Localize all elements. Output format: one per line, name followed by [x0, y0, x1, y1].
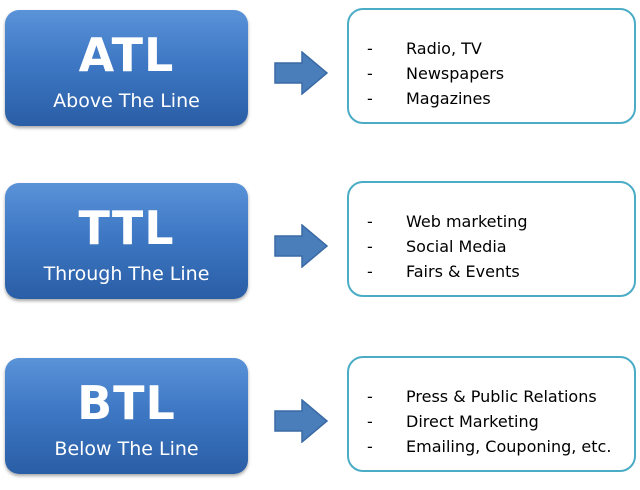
- btl-code: BTL: [77, 376, 176, 430]
- btl-media-list-box: - Press & Public Relations - Direct Market…: [347, 356, 636, 472]
- bullet-dash: -: [367, 89, 373, 108]
- atl-code: ATL: [78, 28, 175, 82]
- list-item-label: Magazines: [406, 89, 491, 108]
- row-ttl: TTL Through The Line - Web marketing - Soc…: [0, 181, 640, 301]
- bullet-dash: -: [367, 262, 373, 281]
- list-item: - Press & Public Relations: [367, 384, 611, 409]
- atl-name: Above The Line: [53, 90, 200, 112]
- row-atl: ATL Above The Line - Radio, TV - Newspaper…: [0, 8, 640, 128]
- atl-media-list-box: - Radio, TV - Newspapers - Magazines: [347, 8, 636, 124]
- list-item: - Fairs & Events: [367, 259, 528, 284]
- ttl-code: TTL: [78, 201, 175, 255]
- list-item-label: Direct Marketing: [406, 412, 539, 431]
- atl-media-list: - Radio, TV - Newspapers - Magazines: [367, 36, 504, 111]
- list-item: - Emailing, Couponing, etc.: [367, 434, 611, 459]
- list-item: - Magazines: [367, 86, 504, 111]
- btl-acronym-box: BTL Below The Line: [5, 358, 248, 474]
- btl-media-list: - Press & Public Relations - Direct Market…: [367, 384, 611, 459]
- ttl-media-list-box: - Web marketing - Social Media - Fairs & Ev…: [347, 181, 636, 297]
- list-item-label: Web marketing: [406, 212, 528, 231]
- atl-acronym-box: ATL Above The Line: [5, 10, 248, 126]
- ttl-acronym-box: TTL Through The Line: [5, 183, 248, 299]
- list-item-label: Radio, TV: [406, 39, 482, 58]
- list-item: - Web marketing: [367, 209, 528, 234]
- bullet-dash: -: [367, 237, 373, 256]
- btl-name: Below The Line: [54, 438, 199, 460]
- bullet-dash: -: [367, 437, 373, 456]
- list-item: - Radio, TV: [367, 36, 504, 61]
- list-item-label: Social Media: [406, 237, 507, 256]
- list-item: - Newspapers: [367, 61, 504, 86]
- list-item-label: Fairs & Events: [406, 262, 520, 281]
- right-arrow-icon: [274, 51, 328, 95]
- row-btl: BTL Below The Line - Press & Public Relat…: [0, 356, 640, 476]
- list-item-label: Emailing, Couponing, etc.: [406, 437, 612, 456]
- list-item: - Social Media: [367, 234, 528, 259]
- bullet-dash: -: [367, 64, 373, 83]
- bullet-dash: -: [367, 412, 373, 431]
- ttl-name: Through The Line: [43, 263, 210, 285]
- list-item-label: Newspapers: [406, 64, 505, 83]
- bullet-dash: -: [367, 39, 373, 58]
- bullet-dash: -: [367, 387, 373, 406]
- bullet-dash: -: [367, 212, 373, 231]
- right-arrow-icon: [274, 399, 328, 443]
- ttl-media-list: - Web marketing - Social Media - Fairs & Ev…: [367, 209, 528, 284]
- list-item: - Direct Marketing: [367, 409, 611, 434]
- list-item-label: Press & Public Relations: [406, 387, 597, 406]
- right-arrow-icon: [274, 224, 328, 268]
